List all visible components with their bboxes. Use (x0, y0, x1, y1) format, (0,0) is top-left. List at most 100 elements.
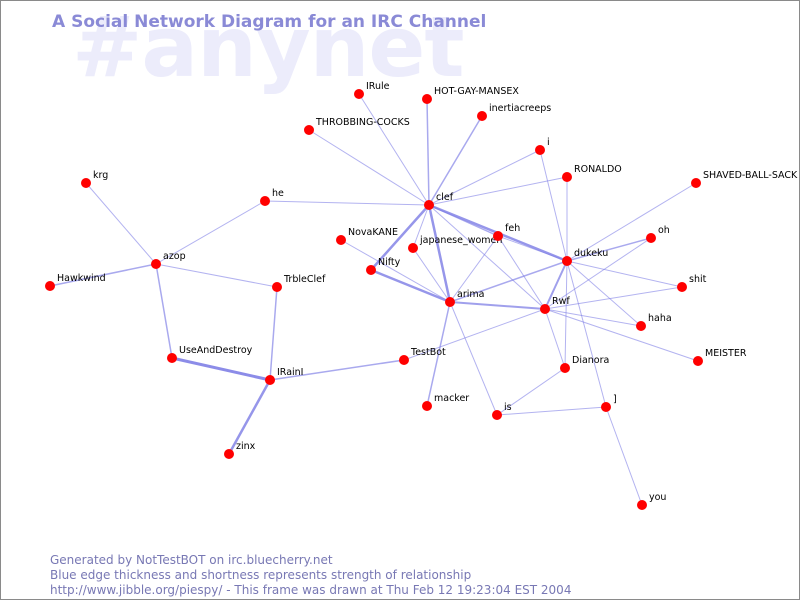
page-title: A Social Network Diagram for an IRC Chan… (52, 12, 487, 32)
node-dot (167, 353, 177, 363)
edge-iraini-zinx (227, 378, 272, 456)
node-feh: feh (493, 223, 520, 241)
edge-dianora-is (496, 367, 566, 416)
node-label: Dianora (572, 355, 609, 366)
edge-bracket-you (605, 406, 643, 506)
edge-dukeku-dianora (564, 260, 568, 369)
node-inertiacreeps: inertiacreeps (477, 103, 551, 121)
edge-feh-rwf (497, 235, 546, 310)
node-dot (601, 402, 611, 412)
node-label: UseAndDestroy (179, 345, 253, 356)
node-label: i (547, 137, 550, 148)
edge-useanddestroy-iraini (170, 356, 272, 382)
node-hot-gay-mansex: HOT-GAY-MANSEX (422, 86, 519, 104)
edge-clef-nifty (369, 203, 431, 272)
footer: Generated by NotTestBOT on irc.bluecherr… (50, 553, 571, 598)
node-label: inertiacreeps (489, 103, 551, 114)
node-dot (366, 265, 376, 275)
node-dot (422, 94, 432, 104)
edge-he-azop (155, 200, 266, 265)
edge-arima-is (449, 301, 498, 416)
node-japanese-women: japanese_women (408, 235, 502, 253)
node-macker: macker (422, 393, 469, 411)
node-label: TestBot (410, 347, 446, 358)
node-label: arima (457, 289, 484, 300)
node-dukeku: dukeku (562, 248, 608, 266)
edge-clef-he (264, 200, 430, 206)
node-throbbing-cocks: THROBBING-COCKS (304, 117, 410, 135)
node-label: zinx (236, 441, 256, 452)
edge-arima-dukeku (449, 260, 568, 303)
node-dot (45, 281, 55, 291)
edge-clef-ronaldo (428, 176, 568, 206)
node-label: is (504, 402, 512, 413)
node-dot (493, 231, 503, 241)
node-dot (81, 178, 91, 188)
node-krg: krg (81, 170, 108, 188)
edge-azop-hawkwind (49, 263, 157, 287)
node-dot (693, 356, 703, 366)
node-dot (637, 500, 647, 510)
node-dot (265, 375, 275, 385)
node-label: NovaKANE (348, 227, 398, 238)
footer-link-timestamp[interactable]: http://www.jibble.org/piespy/ - This fra… (50, 583, 572, 597)
node-dot (304, 125, 314, 135)
edge-rwf-testbot (403, 308, 546, 361)
node-label: ] (613, 394, 617, 405)
node-useanddestroy: UseAndDestroy (167, 345, 253, 363)
edge-clef-inertiacreeps (428, 115, 483, 206)
footer-legend: Blue edge thickness and shortness repres… (50, 568, 472, 582)
edge-dukeku-i (539, 149, 568, 262)
edge-is-bracket (496, 406, 607, 416)
edge-krg-azop (85, 182, 157, 265)
node-label: dukeku (574, 248, 608, 259)
edge-feh-dukeku (497, 235, 568, 262)
edge-feh-arima (449, 235, 499, 303)
node-dot (560, 363, 570, 373)
node-dot (535, 145, 545, 155)
node-dot (424, 200, 434, 210)
node-label: SHAVED-BALL-SACK (703, 170, 798, 181)
node-dot (399, 355, 409, 365)
edge-dukeku-rwf (544, 260, 568, 310)
node-label: THROBBING-COCKS (315, 117, 410, 128)
footer-generated-by: Generated by NotTestBOT on irc.bluecherr… (50, 553, 333, 567)
edges-layer (49, 93, 699, 506)
node-dot (336, 235, 346, 245)
node-label: oh (658, 225, 670, 236)
node-dot (445, 297, 455, 307)
edge-dukeku-shit (566, 260, 683, 288)
node-testbot: TestBot (399, 347, 446, 365)
edge-iraini-testbot (269, 359, 405, 381)
node-hawkwind: Hawkwind (45, 273, 106, 291)
node-dot (562, 256, 572, 266)
edge-clef-i (428, 149, 541, 206)
node-ronaldo: RONALDO (562, 164, 622, 182)
node-label: clef (436, 192, 454, 203)
node-arima: arima (445, 289, 484, 307)
node-dot (354, 89, 364, 99)
channel-watermark: #anynet (72, 0, 465, 96)
edge-rwf-dianora (544, 308, 566, 369)
edge-clef-japanese-women (412, 204, 430, 249)
node-azop: azop (151, 251, 186, 269)
edge-dukeku-oh (566, 237, 652, 262)
node-dot (646, 233, 656, 243)
node-meister: MEISTER (693, 348, 747, 366)
edge-dukeku-shaved-ball-sack (566, 182, 697, 262)
node-irule: IRule (354, 81, 390, 99)
edge-japanese-women-arima (412, 247, 451, 303)
node-label: Hawkwind (57, 273, 106, 284)
node-dot (636, 321, 646, 331)
node-dot (260, 196, 270, 206)
edge-clef-throbbing-cocks (308, 129, 430, 206)
node-label: HOT-GAY-MANSEX (434, 86, 519, 97)
node-label: he (272, 188, 284, 199)
node-label: MEISTER (705, 348, 747, 359)
edge-rwf-shit (544, 286, 683, 310)
edge-dukeku-haha (566, 260, 642, 327)
edge-rwf-meister (544, 308, 699, 362)
node-dot (422, 401, 432, 411)
node-label: you (649, 492, 666, 503)
